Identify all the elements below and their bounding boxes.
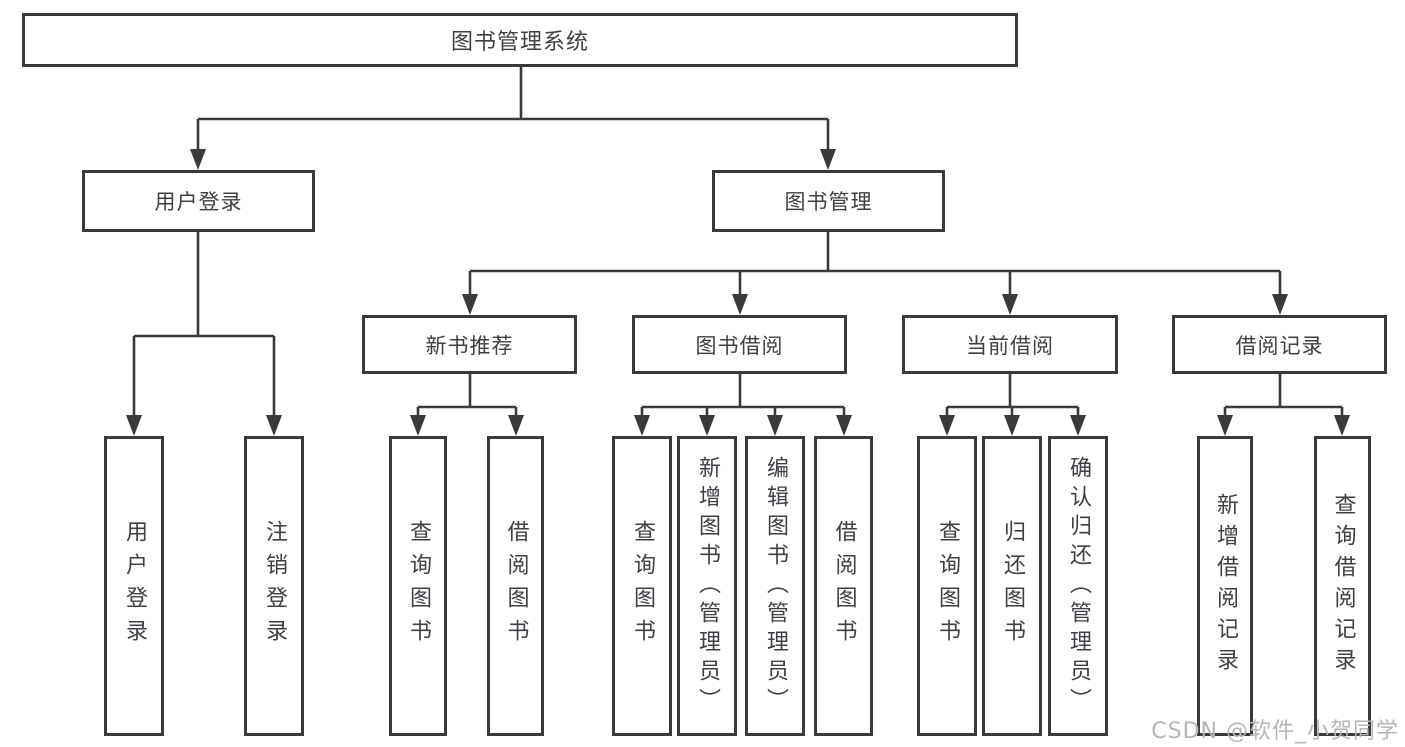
arrowheads [126,149,1350,436]
leaf-query-borrow-record: 查询借阅记录 [1314,436,1371,736]
leaf-query-books-current: 查询图书 [917,436,977,736]
node-book-management: 图书管理 [712,170,945,232]
node-current-borrow: 当前借阅 [902,315,1118,374]
node-borrow-records: 借阅记录 [1172,315,1387,374]
leaf-return-book: 归还图书 [982,436,1042,736]
leaf-borrow-books-recommend: 借阅图书 [487,436,544,736]
watermark: CSDN @软件_小贺同学 [1151,719,1399,744]
leaf-user-login: 用户登录 [104,436,164,736]
node-system-root: 图书管理系统 [22,13,1018,67]
leaf-query-books-borrow: 查询图书 [612,436,672,736]
leaf-borrow-books-borrow: 借阅图书 [814,436,873,736]
leaf-query-books-recommend: 查询图书 [389,436,447,736]
node-user-login: 用户登录 [82,170,315,232]
node-new-book-recommend: 新书推荐 [362,315,577,374]
leaf-confirm-return-admin: 确认归还（管理员） [1048,436,1108,736]
leaf-add-borrow-record: 新增借阅记录 [1197,436,1253,736]
leaf-logout: 注销登录 [244,436,304,736]
leaf-edit-book-admin: 编辑图书（管理员） [745,436,805,736]
node-book-borrow: 图书借阅 [632,315,847,374]
leaf-add-book-admin: 新增图书（管理员） [677,436,737,736]
